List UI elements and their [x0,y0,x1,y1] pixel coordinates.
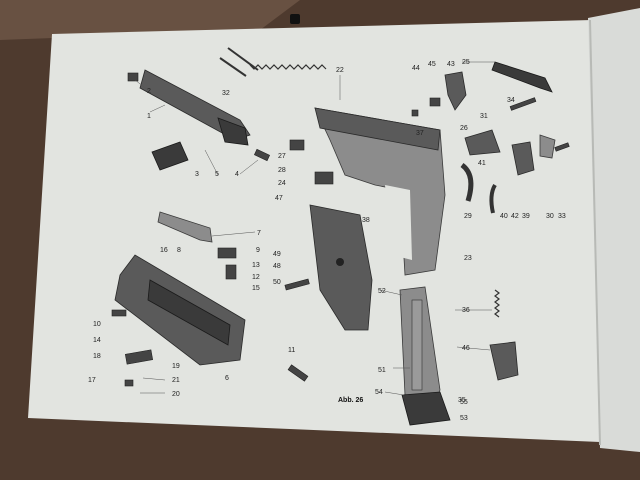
trigger-group-parts [444,61,556,381]
callout: 8 [177,247,181,254]
callout: 29 [464,213,472,220]
callout: 45 [428,61,436,68]
callout: 43 [447,61,455,68]
callout: 11 [288,347,295,354]
callout: 21 [172,377,180,384]
locking-block-part [151,141,189,171]
callout: 10 [93,321,101,328]
callout: 39 [522,213,530,220]
callout: 36 [462,307,470,314]
callout: 1 [147,113,151,120]
callout: 47 [275,195,283,202]
callout: 50 [273,279,281,286]
callout: 26 [460,125,468,132]
leader-lines [134,61,495,396]
callout: 38 [362,217,370,224]
callout: 41 [478,160,486,167]
callout: 4 [235,171,239,178]
callout: 12 [252,274,260,281]
frame-part [314,107,446,276]
callout: 40 [500,213,508,220]
callout: 15 [252,285,260,292]
callout: 54 [375,389,383,396]
callout: 34 [507,97,515,104]
callout: 6 [225,375,229,382]
callout: 31 [480,113,488,120]
callout-labels: 1 2 3 4 5 6 7 8 9 10 11 12 13 14 15 16 1… [88,59,566,422]
callout: 51 [378,367,386,374]
callout: 9 [256,247,260,254]
callout: 22 [336,67,344,74]
callout: 3 [195,171,199,178]
callout: 25 [462,59,470,66]
callout: 5 [215,171,219,178]
callout: 30 [546,213,554,220]
right-page-edge [588,8,640,452]
callout: 17 [88,377,96,384]
callout: 37 [416,130,424,137]
callout: 33 [558,213,566,220]
callout: 35 [458,397,466,404]
small-parts [111,72,570,387]
recoil-springs [219,47,327,77]
figure-caption: Abb. 26 [338,397,363,404]
callout: 16 [160,247,168,254]
callout: 27 [278,153,286,160]
callout: 2 [147,88,151,95]
callout: 44 [412,65,420,72]
callout: 14 [93,337,101,344]
barrel-part [139,69,251,146]
callout: 46 [462,345,470,352]
callout: 24 [278,180,286,187]
callout: 20 [172,391,180,398]
callout: 52 [378,288,386,295]
callout: 18 [93,353,101,360]
callout: 28 [278,167,286,174]
callout: 55 [460,399,468,406]
exploded-view-drawing [111,47,570,426]
callout: 48 [273,263,281,270]
slide-part [114,254,246,366]
magazine-part [399,286,451,426]
callout: 49 [273,251,281,258]
callout: 19 [172,363,180,370]
grip-panel-part [309,204,373,331]
callout: 42 [511,213,519,220]
callout: 53 [460,415,468,422]
callout: 23 [464,255,472,262]
extractor-part [157,211,213,243]
callout: 7 [257,230,261,237]
callout: 13 [252,262,260,269]
callout: 32 [222,90,230,97]
